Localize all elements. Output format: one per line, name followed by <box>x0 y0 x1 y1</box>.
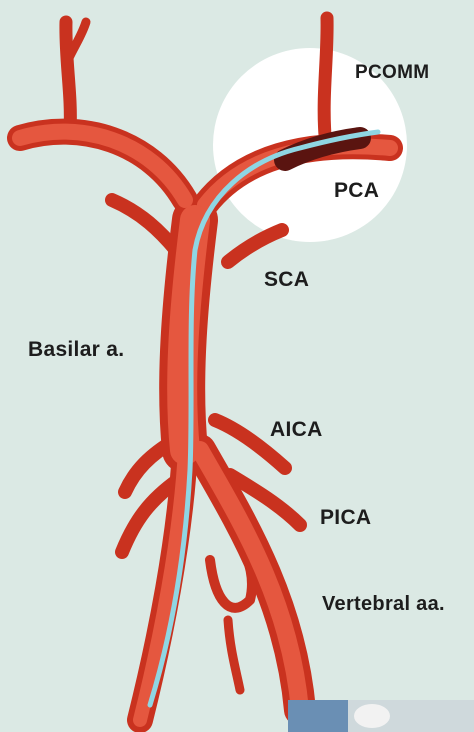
label-aica: AICA <box>270 418 323 442</box>
label-pca: PCA <box>334 179 379 203</box>
label-pica: PICA <box>320 506 371 530</box>
label-vertebral: Vertebral aa. <box>322 593 445 616</box>
label-pcomm: PCOMM <box>355 62 429 84</box>
right-pcomm-branch <box>324 18 327 135</box>
label-basilar: Basilar a. <box>28 338 124 362</box>
vertebral-twig <box>228 620 240 690</box>
label-sca: SCA <box>264 268 309 292</box>
left-pcomm-branch <box>66 22 70 130</box>
vertebral-connector <box>210 545 252 608</box>
right-sca-branch <box>228 230 282 262</box>
